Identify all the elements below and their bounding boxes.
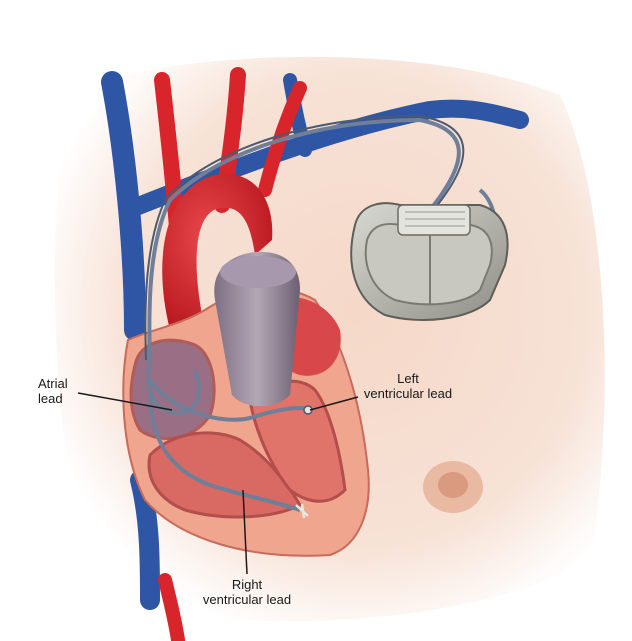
right-ventricle [147, 431, 303, 519]
right-ventricular-lead-label-line2: ventricular lead [202, 592, 292, 607]
left-ventricular-lead-pointer [309, 396, 359, 411]
right-ventricular-lead-label: Right ventricular lead [187, 577, 307, 607]
pulmonary-artery [214, 251, 300, 407]
left-ventricular-lead-wire [148, 378, 311, 422]
left-ventricular-lead-label-line1: Left [397, 371, 419, 386]
atrial-lead-label-line2: lead [38, 391, 63, 406]
lead-bundle [147, 117, 461, 361]
right-ventricular-lead-wire [148, 389, 301, 512]
atrial-lead-wire [146, 359, 201, 415]
left-ventricular-lead-label: Left ventricular lead [338, 371, 478, 401]
right-atrium [129, 338, 216, 440]
atrial-lead-label-line1: Atrial [38, 376, 68, 391]
right-ventricular-lead-label-line1: Right [231, 577, 263, 592]
pacemaker-device [350, 202, 509, 321]
right-ventricular-lead-pointer [242, 489, 248, 575]
atrial-lead-pointer [77, 392, 173, 411]
atrial-lead-label: Atrial lead [38, 376, 68, 406]
left-ventricular-lead-label-line2: ventricular lead [363, 386, 453, 401]
aorta [162, 174, 273, 330]
